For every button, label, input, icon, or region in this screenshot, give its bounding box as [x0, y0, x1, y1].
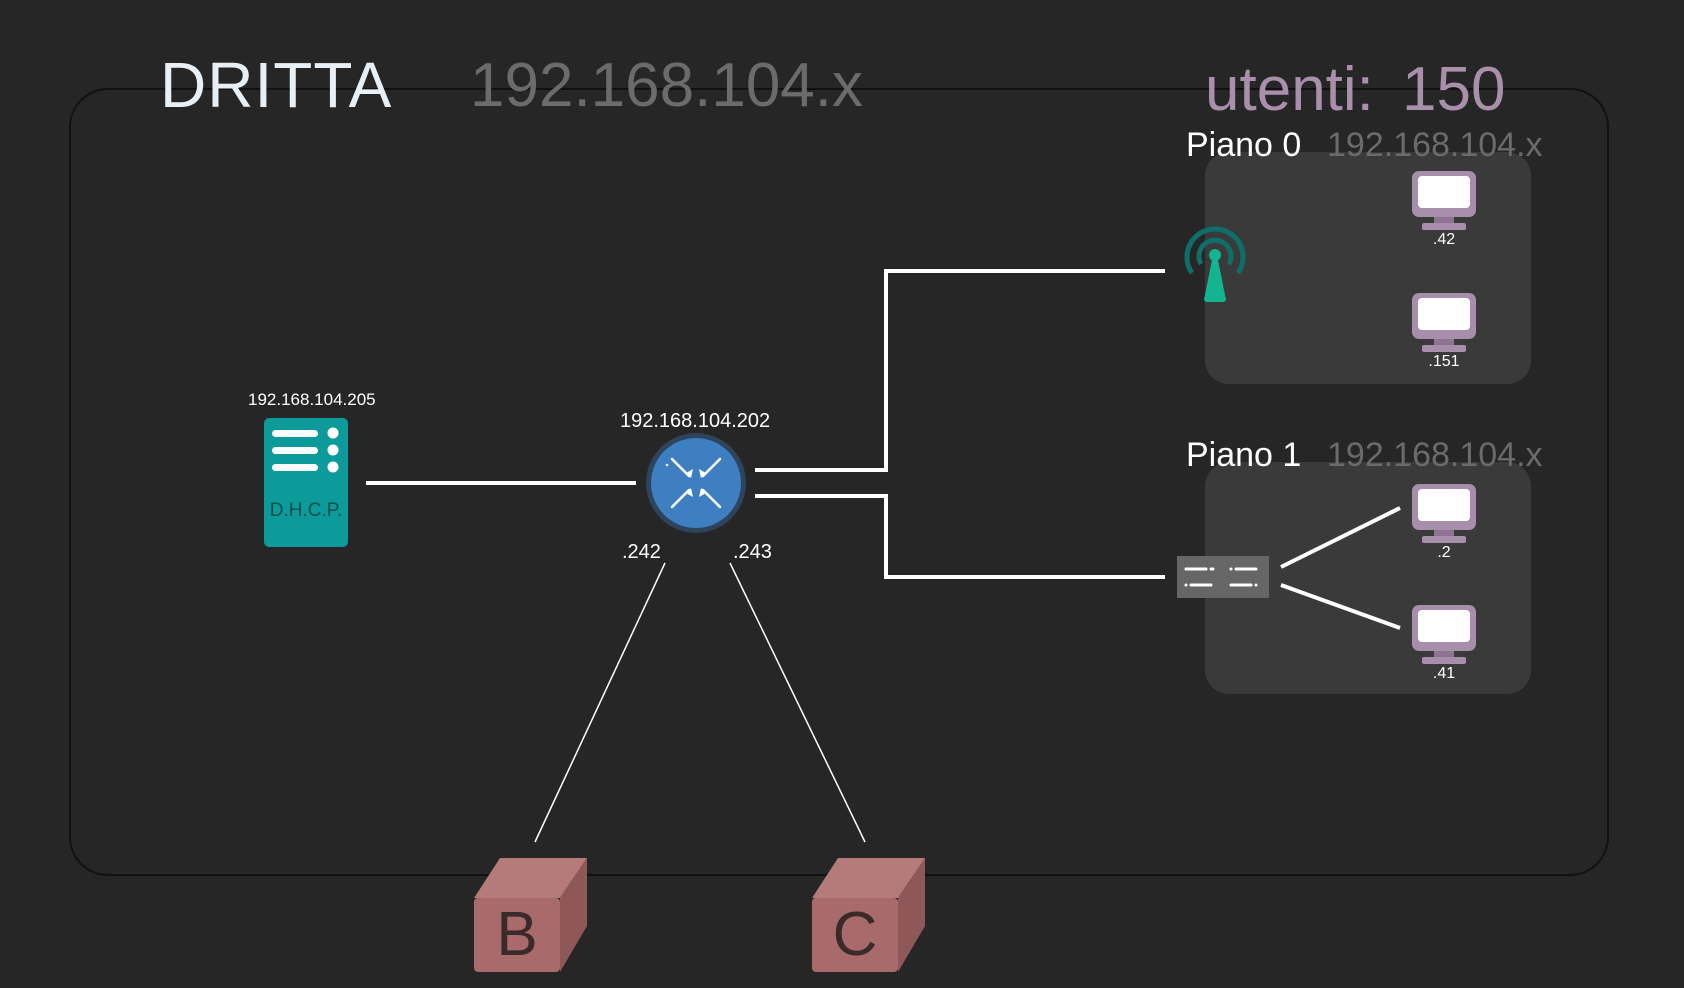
monitor-icon: [1412, 484, 1476, 543]
cube-icon: [812, 858, 925, 972]
floor-1-title: Piano 1: [1186, 436, 1302, 474]
router-port-left: .242: [622, 541, 661, 563]
site-title: DRITTA: [160, 49, 393, 121]
dhcp-label: D.H.C.P.: [269, 500, 343, 521]
floor-0-network: 192.168.104.x: [1327, 126, 1543, 164]
host-label: .2: [1437, 544, 1451, 561]
dhcp-ip: 192.168.104.205: [248, 390, 376, 409]
server-icon: [264, 418, 348, 547]
router-port-right: .243: [733, 541, 772, 563]
host-label: .151: [1428, 353, 1460, 370]
users-count: 150: [1402, 55, 1506, 124]
link-router-site-c: [729, 562, 866, 843]
users-label: utenti:: [1205, 55, 1374, 124]
floor-0-title: Piano 0: [1186, 126, 1302, 164]
link-router-site-b: [534, 562, 666, 843]
cube-icon: [474, 858, 587, 972]
site-c-label: C: [832, 900, 878, 969]
network-address: 192.168.104.x: [470, 51, 864, 120]
link-switch-pc-2: [1280, 506, 1401, 569]
site-b-label: B: [496, 900, 538, 969]
switch-icon: [1177, 556, 1269, 598]
monitor-icon: [1412, 171, 1476, 230]
host-label: .42: [1432, 231, 1456, 248]
monitor-icon: [1412, 293, 1476, 352]
link-switch-pc-41: [1280, 583, 1401, 630]
floor-1-network: 192.168.104.x: [1327, 436, 1543, 474]
floor-panel-0: [1205, 152, 1531, 384]
router-ip: 192.168.104.202: [620, 410, 771, 432]
router-icon: [646, 433, 746, 533]
host-label: .41: [1432, 665, 1456, 682]
wifi-antenna-icon: [1184, 226, 1246, 302]
link-router-switch: [755, 494, 1165, 579]
link-router-ap: [755, 269, 1165, 472]
monitor-icon: [1412, 605, 1476, 664]
